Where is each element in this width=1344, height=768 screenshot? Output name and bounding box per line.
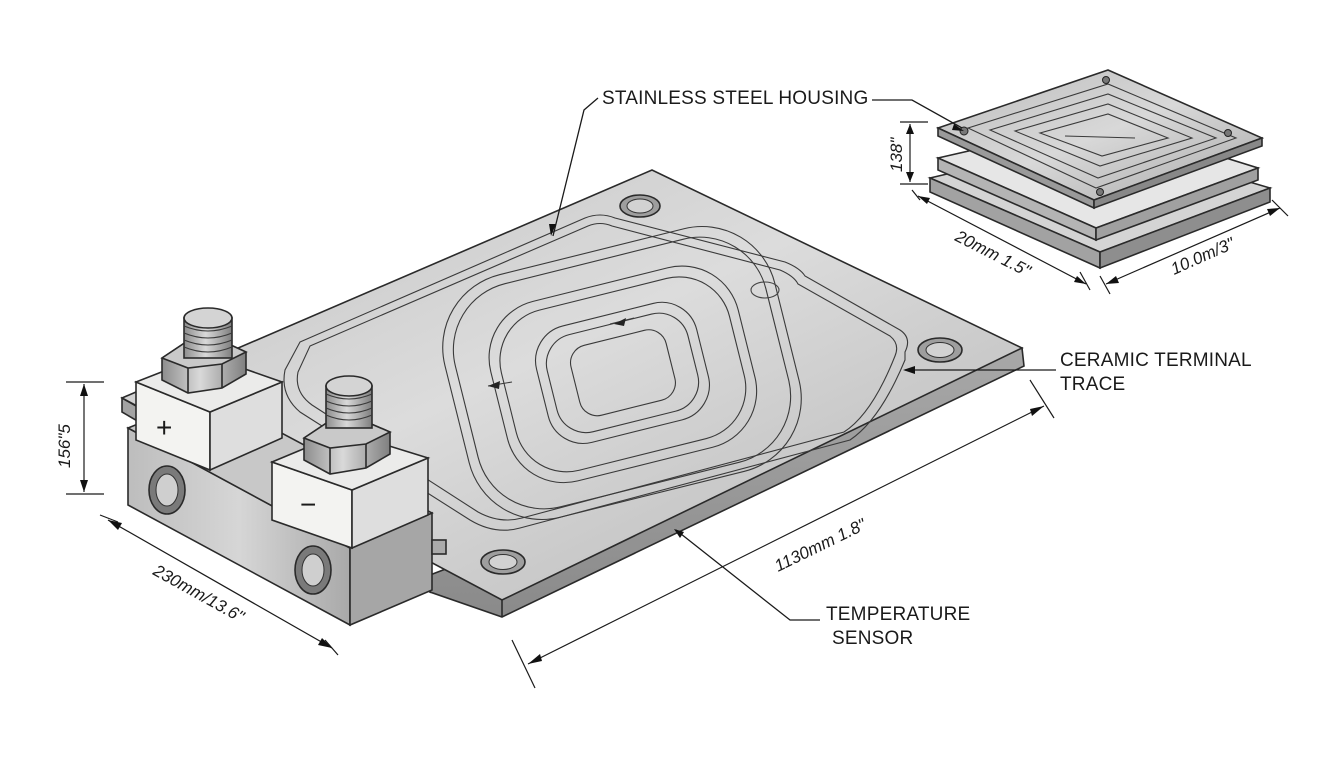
sensor-label-line2: SENSOR [832, 628, 913, 649]
mounting-hole-right [917, 337, 963, 363]
main-width-dimension [107, 519, 333, 649]
inset-length-dimension [1105, 207, 1281, 285]
sensor-port [750, 281, 780, 299]
mounting-hole-back [619, 194, 661, 218]
inset-height-label: 138" [887, 137, 906, 172]
trace-arrow-markers [487, 317, 635, 389]
housing-inset-leader [872, 99, 963, 129]
leader-lines [549, 97, 1056, 621]
main-length-dimension [527, 405, 1045, 665]
negative-terminal: − [269, 375, 431, 550]
main-height-label: 156"5 [55, 424, 74, 468]
dimension-lines [66, 121, 1289, 689]
inset-width-label: 20mm 1.5" [951, 226, 1034, 281]
inset-exploded-view [927, 69, 1273, 270]
positive-symbol: + [156, 412, 172, 443]
sensor-label-line1: TEMPERATURE [826, 604, 970, 625]
inset-width-dimension [917, 195, 1087, 285]
housing-leader [552, 97, 599, 237]
inset-length-label: 10.0m/3" [1168, 233, 1238, 278]
callout-labels: STAINLESS STEEL HOUSING CERAMIC TERMINAL… [602, 88, 1252, 649]
sensor-leader [675, 529, 820, 621]
housing-label: STAINLESS STEEL HOUSING [602, 88, 868, 109]
trace-label-line1: CERAMIC TERMINAL [1060, 350, 1252, 371]
terminal-port-left [148, 465, 186, 515]
mounting-hole-front [480, 549, 526, 575]
main-length-label: 1130mm 1.8" [771, 515, 869, 576]
terminal-port-right [294, 545, 332, 595]
terminal-block: + − [126, 307, 447, 627]
negative-symbol: − [300, 489, 316, 520]
trace-label-line2: TRACE [1060, 374, 1125, 395]
main-width-label: 230mm/13.6" [149, 560, 248, 626]
positive-terminal: + [133, 307, 285, 472]
